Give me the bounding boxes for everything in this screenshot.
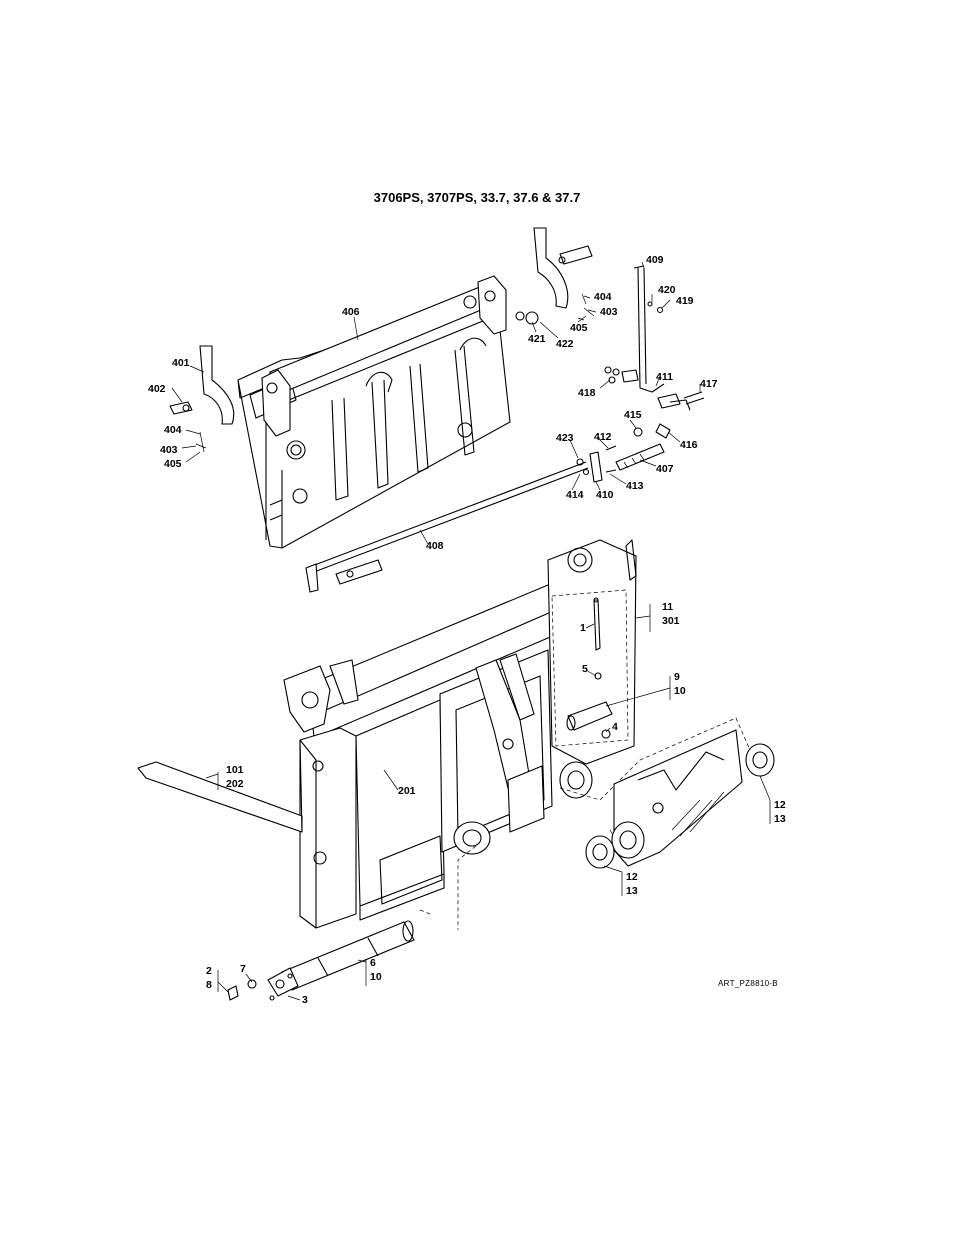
callout-419: 419 [676, 295, 694, 307]
callout-408: 408 [426, 540, 444, 552]
callout-421: 421 [528, 333, 546, 345]
washer-12-lower [586, 836, 614, 868]
callout-407: 407 [656, 463, 674, 475]
support-bracket-right [612, 730, 742, 866]
fitting-415-416 [634, 424, 670, 438]
callout-423: 423 [556, 432, 574, 444]
screw-3 [270, 996, 274, 1000]
callout-5: 5 [582, 663, 588, 675]
latch-arm-right [534, 228, 594, 320]
callout-414: 414 [566, 489, 584, 501]
callout-3: 3 [302, 994, 308, 1006]
callout-418: 418 [578, 387, 596, 399]
callout-403-right: 403 [600, 306, 618, 318]
callout-9: 9 [674, 671, 680, 683]
callout-402: 402 [148, 383, 166, 395]
callout-417: 417 [700, 378, 718, 390]
callout-406: 406 [342, 306, 360, 318]
clevis-410-414 [577, 446, 616, 482]
callout-12-lower: 12 [626, 871, 638, 883]
callout-13-right: 13 [774, 813, 786, 825]
callout-404: 404 [164, 424, 182, 436]
callout-201: 201 [398, 785, 416, 797]
callout-409: 409 [646, 254, 664, 266]
callout-13-lower: 13 [626, 885, 638, 897]
callout-422: 422 [556, 338, 574, 350]
callout-6: 6 [370, 957, 376, 969]
callout-416: 416 [680, 439, 698, 451]
callout-420: 420 [658, 284, 676, 296]
callout-11: 11 [662, 601, 673, 613]
bolt-2 [228, 986, 238, 1000]
fork-carriage-main [284, 540, 750, 930]
callout-12-right: 12 [774, 799, 786, 811]
nuts-418 [605, 367, 638, 383]
fork-101 [138, 740, 302, 832]
washer-7 [248, 980, 256, 988]
callout-10-right: 10 [674, 685, 686, 697]
callout-202: 202 [226, 778, 244, 790]
callout-4: 4 [612, 721, 618, 733]
callout-404-right: 404 [594, 291, 612, 303]
washer-12-right [746, 744, 774, 776]
linkage-411-417 [658, 392, 704, 410]
callout-413: 413 [626, 480, 644, 492]
callout-411: 411 [656, 371, 673, 383]
washer-421-422 [516, 312, 538, 324]
callout-101: 101 [226, 764, 244, 776]
callout-410: 410 [596, 489, 614, 501]
callout-405: 405 [164, 458, 182, 470]
callout-2: 2 [206, 965, 212, 977]
callout-403: 403 [160, 444, 178, 456]
callout-1: 1 [580, 622, 586, 634]
callout-412: 412 [594, 431, 612, 443]
carriage-frame-406 [238, 276, 510, 548]
callout-301: 301 [662, 615, 680, 627]
callout-405-right: 405 [570, 322, 588, 334]
pivot-shaft-6 [268, 921, 414, 996]
callout-415: 415 [624, 409, 642, 421]
callout-8: 8 [206, 979, 212, 991]
callout-7: 7 [240, 963, 246, 975]
callout-10-lower: 10 [370, 971, 382, 983]
callout-401: 401 [172, 357, 190, 369]
